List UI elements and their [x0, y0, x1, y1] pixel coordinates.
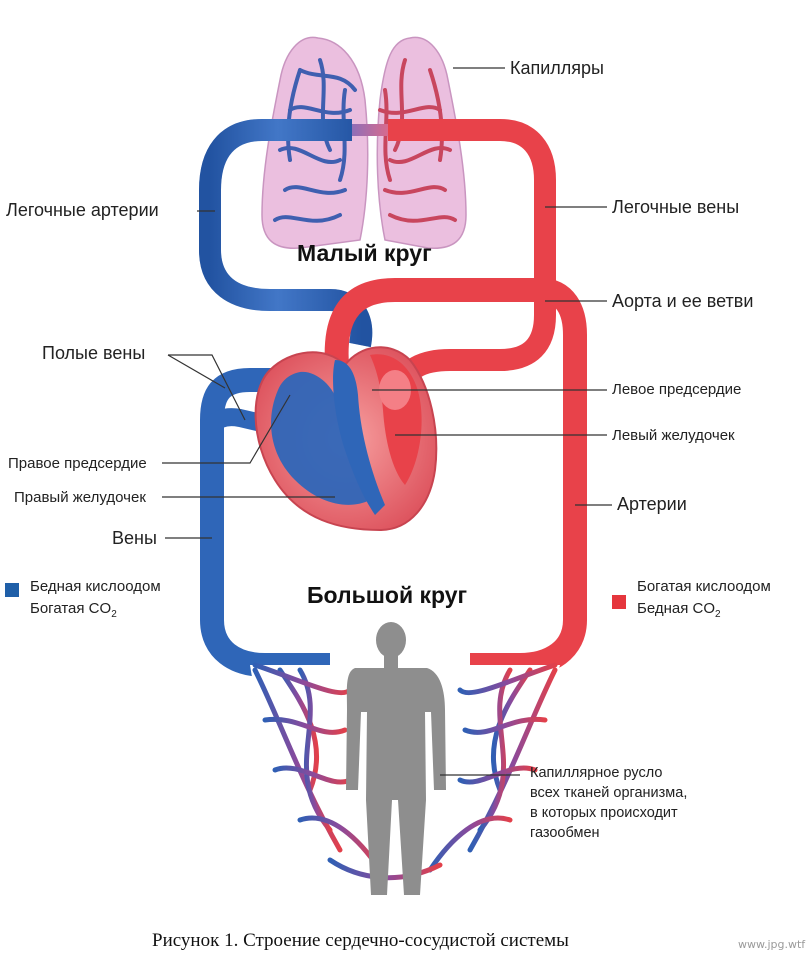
right-atrium-label: Правое предсердие — [8, 455, 147, 472]
aorta-vessel — [324, 278, 587, 677]
oxygen-poor-swatch — [5, 583, 19, 597]
big-circle-label: Большой круг — [307, 582, 468, 608]
watermark: www.jpg.wtf — [738, 938, 806, 951]
small-circle-label: Малый круг — [297, 240, 432, 266]
oxygen-poor-line1: Бедная кислоодом — [30, 578, 161, 595]
oxygen-rich-swatch — [612, 595, 626, 609]
aorta-label: Аорта и ее ветви — [612, 291, 754, 311]
lungs — [261, 36, 467, 249]
left-ventricle-label: Левый желудочек — [612, 427, 735, 444]
right-ventricle-label: Правый желудочек — [14, 489, 146, 506]
capillary-bed-line-2: всех тканей организма, — [530, 785, 688, 801]
arteries-label: Артерии — [617, 494, 687, 514]
pulmonary-veins-label: Легочные вены — [612, 197, 740, 217]
human-silhouette — [346, 622, 446, 895]
capillary-bed-line-4: газообмен — [530, 825, 600, 841]
oxygen-poor-line2: Богатая CO2 — [30, 600, 117, 620]
left-atrium-label: Левое предсердие — [612, 381, 742, 398]
capillary-bed-label: Капиллярное русло всех тканей организма,… — [530, 763, 687, 843]
leader-lines — [162, 67, 612, 776]
pulmonary-vein-vessel — [388, 119, 556, 394]
heart — [254, 346, 438, 532]
capillary-bed-line-3: в которых происходит — [530, 805, 678, 821]
pulmonary-arteries-label: Легочные артерии — [6, 200, 159, 220]
figure-caption: Рисунок 1. Строение сердечно-сосудистой … — [152, 930, 569, 951]
capillary-bed-line-1: Капиллярное русло — [530, 765, 663, 781]
vena-cava-vessel — [200, 368, 330, 677]
oxygen-rich-line2: Бедная CO2 — [637, 600, 721, 620]
capillaries-label: Капилляры — [510, 58, 604, 78]
vena-cava-label: Полые вены — [42, 343, 146, 363]
oxygen-rich-line1: Богатая кислоодом — [637, 578, 771, 595]
veins-label: Вены — [112, 528, 157, 548]
